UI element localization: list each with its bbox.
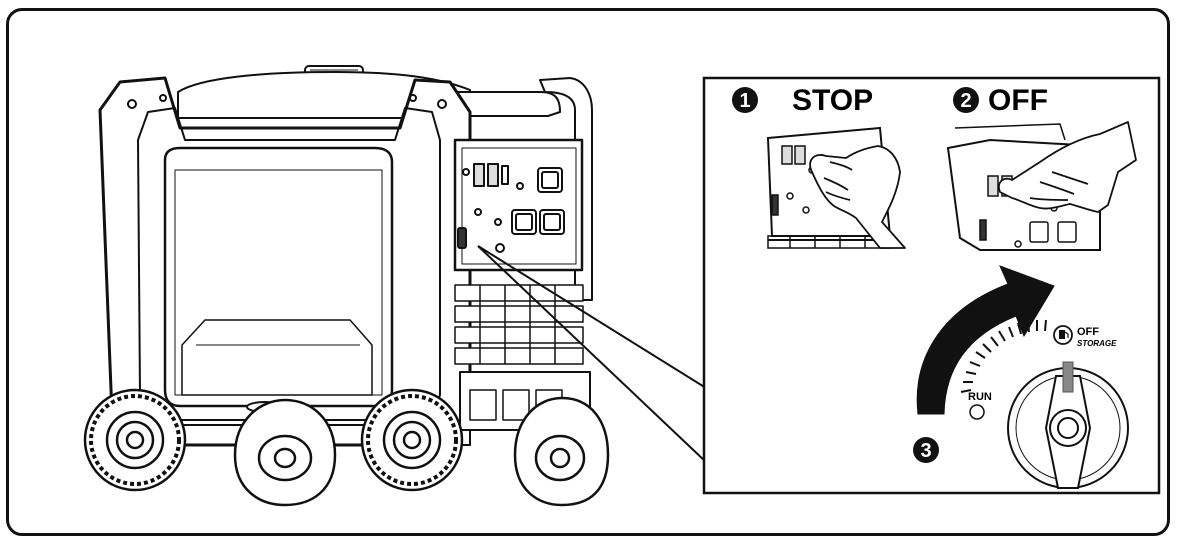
step-3-number: 3 [920, 440, 931, 462]
wheel-rear-right [513, 396, 610, 507]
step-1-number: 1 [739, 90, 750, 112]
wheel-rear-left [233, 398, 337, 507]
fuel-valve-storage-label: STORAGE [1077, 339, 1117, 348]
rotate-arrow-icon [916, 265, 1055, 415]
generator-illustration [83, 65, 610, 507]
step-1: 1 STOP [732, 84, 873, 117]
diagram-frame [6, 8, 1170, 536]
step-1-label: STOP [792, 84, 873, 117]
fuel-valve-knob [1007, 361, 1129, 489]
hand-icon [809, 145, 906, 249]
callout-lines [477, 245, 707, 463]
step-2: 2 OFF [953, 84, 1048, 117]
step-3-badge [913, 437, 939, 463]
step-2-badge [953, 87, 979, 113]
hand-icon-2 [998, 121, 1137, 213]
fuel-pump-icon [1053, 325, 1073, 345]
fuel-valve-off-label: OFF [1077, 326, 1099, 338]
fuel-valve-run-label: RUN [968, 391, 992, 403]
step-2-label: OFF [988, 84, 1048, 117]
fuel-valve-scale [960, 319, 1047, 393]
wheel-front-left [83, 388, 187, 492]
step-2-number: 2 [960, 90, 971, 112]
wheel-front-right [360, 388, 464, 492]
run-marker [969, 404, 985, 420]
step-3: 3 [913, 437, 939, 463]
step-1-badge [732, 87, 758, 113]
